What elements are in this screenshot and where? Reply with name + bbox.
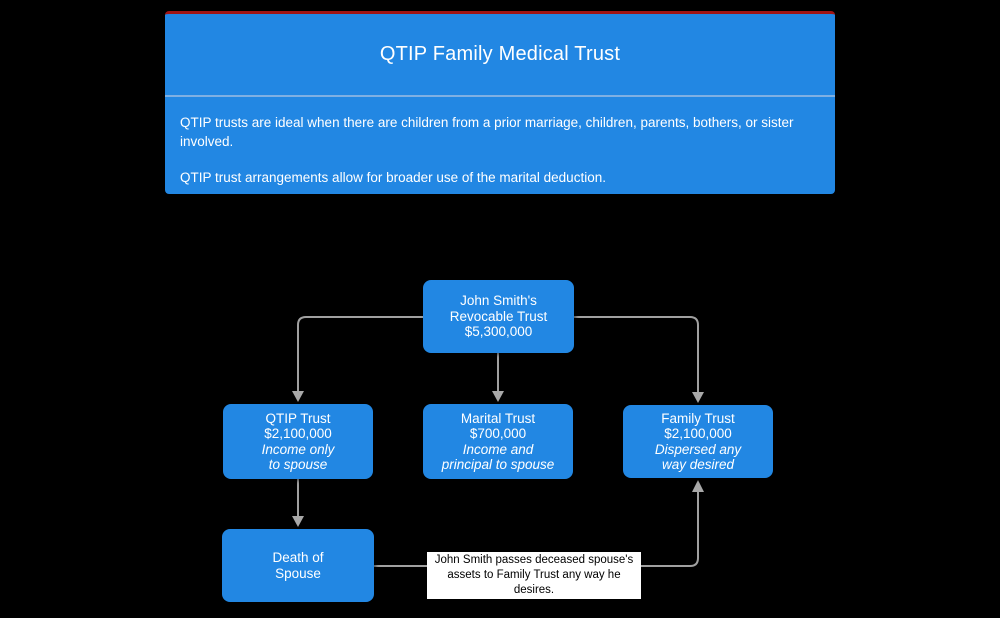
- header-card: QTIP Family Medical Trust QTIP trusts ar…: [165, 11, 835, 194]
- header-description: QTIP trusts are ideal when there are chi…: [165, 97, 835, 187]
- arrowhead-family-top: [692, 392, 704, 403]
- edge-revocable-to-family: [574, 316, 699, 392]
- node-line: John Smith's: [460, 293, 537, 309]
- node-line: $2,100,000: [664, 426, 732, 441]
- node-line: way desired: [661, 457, 735, 472]
- node-line: Marital Trust: [460, 410, 536, 426]
- node-marital-trust: Marital Trust $700,000 Income and princi…: [423, 404, 573, 479]
- node-revocable-trust: John Smith's Revocable Trust $5,300,000: [423, 280, 574, 353]
- node-line: $2,100,000: [264, 426, 332, 441]
- node-line: Income only: [261, 441, 335, 457]
- edge-label-death-to-family: John Smith passes deceased spouse's asse…: [427, 552, 641, 599]
- node-death-of-spouse: Death of Spouse: [222, 529, 374, 602]
- page-title: QTIP Family Medical Trust: [165, 14, 835, 97]
- arrowhead-marital: [492, 391, 504, 402]
- node-qtip-trust: QTIP Trust $2,100,000 Income only to spo…: [223, 404, 373, 479]
- header-paragraph-1: QTIP trusts are ideal when there are chi…: [180, 115, 794, 149]
- arrowhead-family-bottom: [692, 480, 704, 492]
- node-line: Family Trust: [661, 410, 735, 426]
- node-line: QTIP Trust: [265, 410, 331, 426]
- node-line: Revocable Trust: [449, 308, 548, 324]
- edge-revocable-to-qtip: [297, 316, 423, 391]
- node-line: Income and: [462, 441, 534, 457]
- node-line: Death of: [272, 550, 324, 565]
- node-line: $5,300,000: [464, 324, 533, 340]
- header-paragraph-2: QTIP trust arrangements allow for broade…: [180, 170, 606, 185]
- node-line: Dispersed any: [654, 441, 742, 457]
- node-line: principal to spouse: [441, 457, 555, 472]
- node-line: to spouse: [268, 457, 328, 472]
- node-line: Spouse: [275, 565, 321, 581]
- arrowhead-qtip: [292, 391, 304, 402]
- arrowhead-death: [292, 516, 304, 527]
- node-line: $700,000: [469, 426, 527, 441]
- node-family-trust: Family Trust $2,100,000 Dispersed any wa…: [623, 405, 773, 478]
